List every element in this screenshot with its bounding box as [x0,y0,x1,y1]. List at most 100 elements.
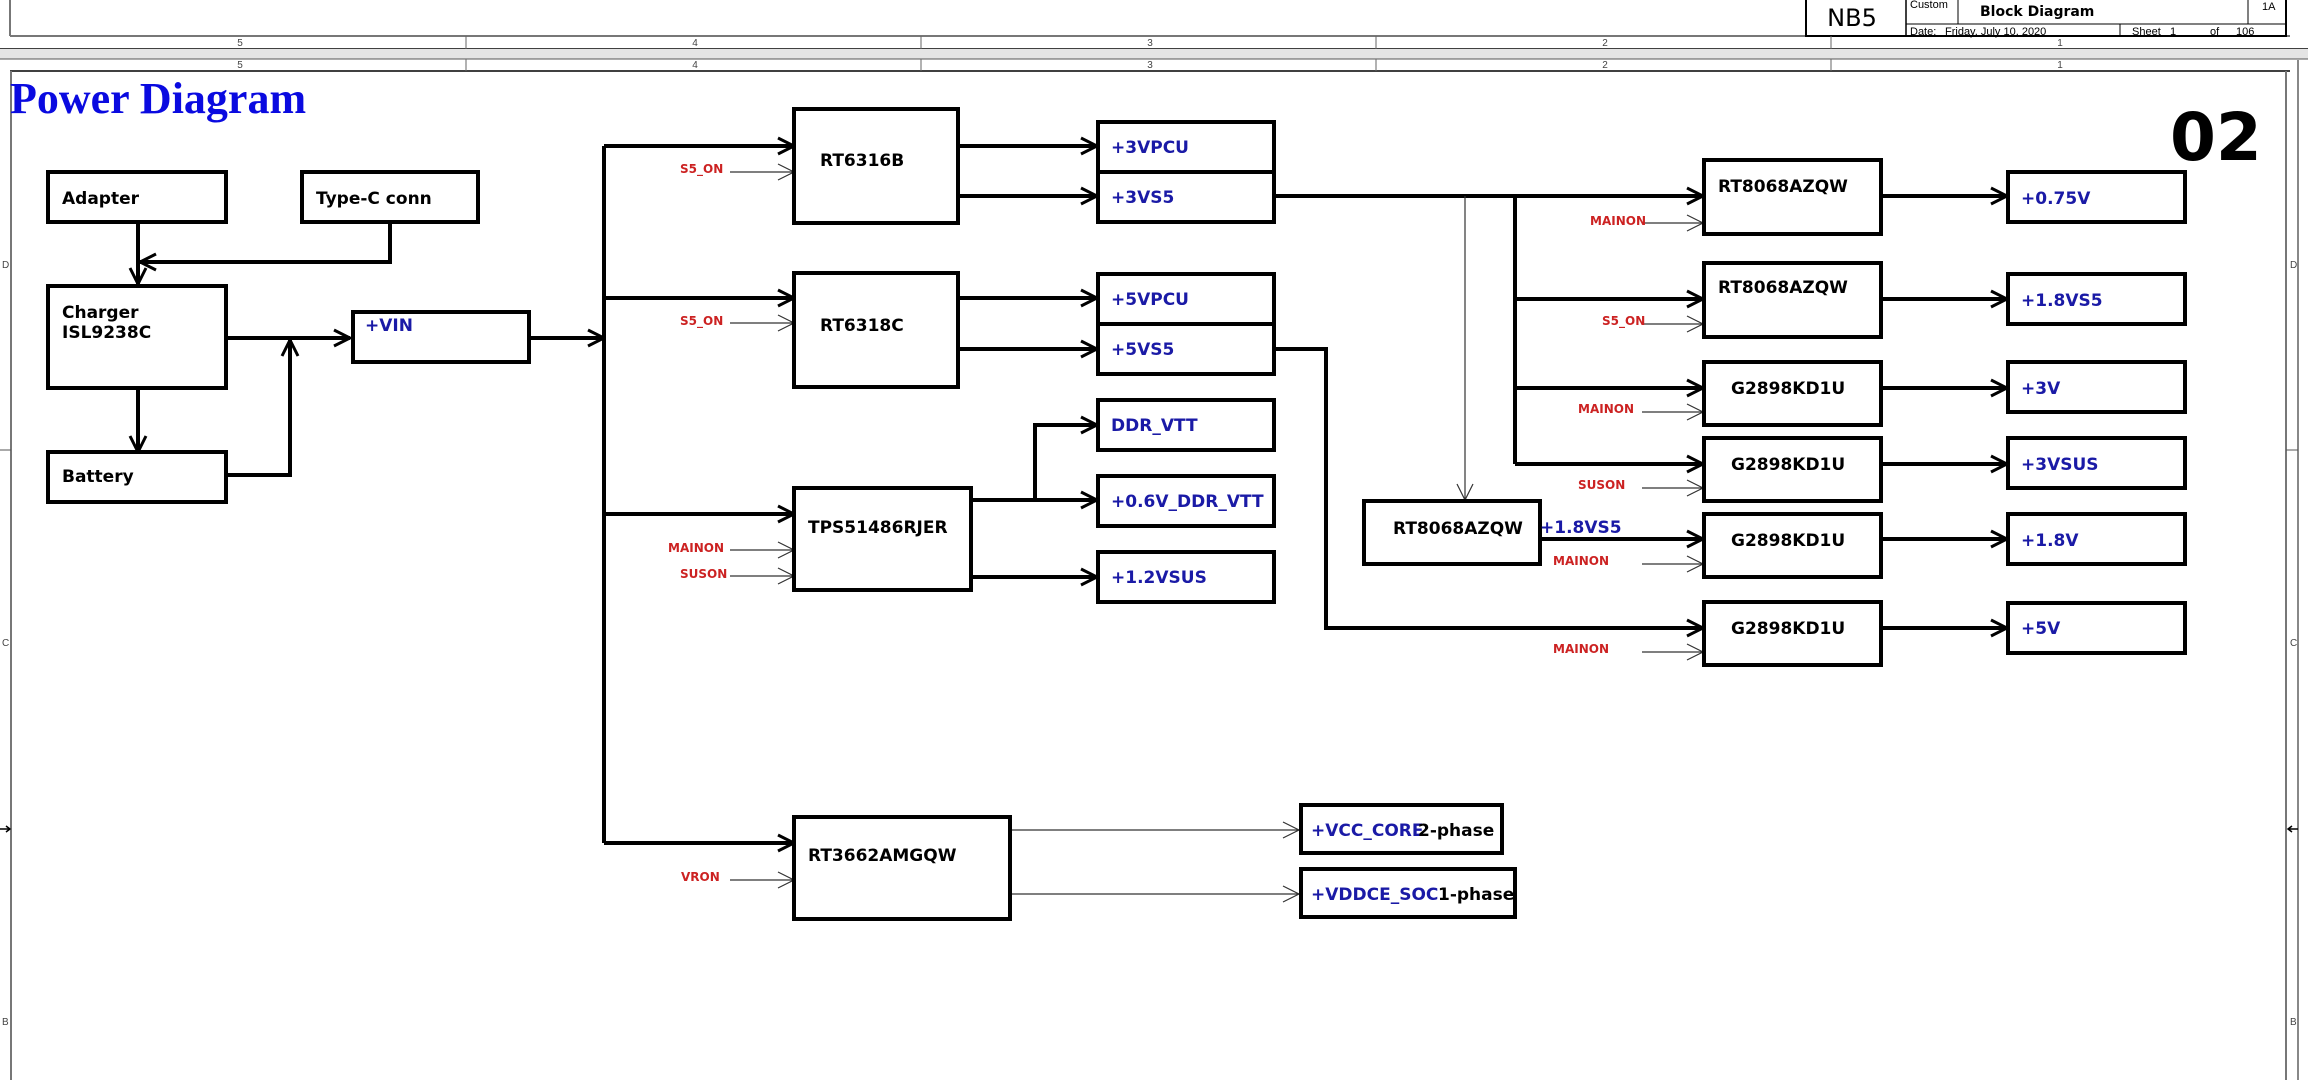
signal-suson: SUSON [680,567,727,581]
g2898-b-block [1702,436,1883,503]
tps51486-block [792,486,973,592]
rt6316b-label: RT6316B [820,151,904,171]
rt3662-block [792,815,1012,921]
rt8068-c-block [1362,499,1542,566]
zone-col-label: 1 [2057,38,2063,49]
zone-col-label: 1 [2057,60,2063,71]
rt8068-b-block [1702,261,1883,339]
vcc-core-block [1299,803,1504,855]
zone-col-label: 4 [692,60,698,71]
12vsus-block [1096,550,1276,604]
page-frame: D C B D C B [0,60,2299,1080]
signal-vron: VRON [681,870,720,884]
sheet-label: Sheet [2132,26,2161,38]
size-label: Custom [1910,0,1948,11]
zone-row-label: C [2,638,9,649]
revision: 1A [2262,1,2276,13]
battery-label: Battery [62,467,134,487]
rail-5vs5: +5VS5 [1111,340,1174,360]
signal-s5-on: S5_ON [680,162,723,177]
rail-ddr-vtt: DDR_VTT [1111,416,1198,436]
block-labels: Adapter Type-C conn Charger ISL9238C Bat… [62,151,1848,866]
g2898-d-block [1702,600,1883,667]
rt6318c-block [792,271,960,389]
signal-s5-on: S5_ON [680,314,723,329]
zone-row-label: C [2290,638,2297,649]
rail-vcc-core: +VCC_CORE [1311,821,1423,841]
075v-block [2006,170,2187,224]
page-title: Power Diagram [10,74,306,123]
sheet-value: 1 [2170,26,2176,38]
wires [138,146,2007,843]
typec-label: Type-C conn [316,189,432,209]
18v-block [2006,512,2187,566]
vin-rail-block [351,310,531,364]
rt6318c-label: RT6318C [820,316,904,336]
battery-block [46,450,228,504]
charger-part-label: ISL9238C [62,323,151,343]
of-label: of [2210,26,2220,38]
ddr-vtt-block [1096,398,1276,452]
3vs5-block [1096,170,1276,224]
rail-labels: +3VPCU +3VS5 +5VPCU +5VS5 DDR_VTT +0.6V_… [1111,138,2103,905]
date-label: Date: [1910,26,1936,38]
rt8068-b-label: RT8068AZQW [1718,278,1848,298]
signal-mainon: MAINON [1590,214,1646,228]
signal-mainon: MAINON [1553,642,1609,656]
zone-strip: 5 4 3 2 1 5 4 3 2 1 [0,36,2308,72]
rail-18v: +1.8V [2021,531,2079,551]
rail-18vs5: +1.8VS5 [2021,291,2103,311]
rail-3vpcu: +3VPCU [1111,138,1189,158]
rt6316b-block [792,107,960,225]
doc-title: Block Diagram [1980,4,2094,20]
rail-5v: +5V [2021,619,2061,639]
zone-col-label: 5 [237,60,243,71]
signal-s5-on: S5_ON [1602,314,1645,329]
rt8068-a-block [1702,158,1883,236]
vddce-soc-block [1299,867,1517,919]
rail-5vpcu: +5VPCU [1111,290,1189,310]
zone-row-label: B [2290,1017,2297,1028]
signal-suson: SUSON [1578,478,1625,492]
vcc-core-phase: 2-phase [1418,821,1494,841]
g2898-c-label: G2898KD1U [1731,531,1845,551]
18vs5-block [2006,272,2187,326]
rail-06v-ddr-vtt: +0.6V_DDR_VTT [1111,492,1264,512]
sheet-number: 02 [2170,99,2262,176]
zone-col-label: 5 [237,38,243,49]
g2898-b-label: G2898KD1U [1731,455,1845,475]
zone-col-label: 2 [1602,38,1608,49]
typec-block [300,170,480,224]
date-value: Friday, July 10, 2020 [1945,26,2046,38]
vddce-soc-phase: 1-phase [1438,885,1514,905]
zone-row-label: B [2,1017,9,1028]
06v-ddr-vtt-block [1096,474,1276,528]
rail-18vs5-net: +1.8VS5 [1540,518,1622,538]
adapter-label: Adapter [62,189,140,209]
enable-signal-labels: S5_ON S5_ON MAINON SUSON VRON MAINON S5_… [668,162,1646,884]
charger-block [46,284,228,390]
signal-mainon: MAINON [1553,554,1609,568]
rail-075v: +0.75V [2021,189,2091,209]
rail-3v: +3V [2021,379,2061,399]
rt8068-a-label: RT8068AZQW [1718,177,1848,197]
adapter-block [46,170,228,224]
vin-label: +VIN [365,316,413,336]
charger-label: Charger [62,303,139,323]
rt8068-c-label: RT8068AZQW [1393,519,1523,539]
signal-mainon: MAINON [668,541,724,555]
g2898-c-block [1702,512,1883,579]
g2898-a-block [1702,360,1883,427]
tps51486-label: TPS51486RJER [808,518,948,538]
total-sheets: 106 [2236,26,2254,38]
zone-col-label: 3 [1147,60,1153,71]
signal-mainon: MAINON [1578,402,1634,416]
rail-vddce-soc: +VDDCE_SOC [1311,885,1438,905]
rt3662-label: RT3662AMGQW [808,846,957,866]
g2898-d-label: G2898KD1U [1731,619,1845,639]
thin-wires [730,163,1705,903]
rail-3vsus: +3VSUS [2021,455,2099,475]
rail-12vsus: +1.2VSUS [1111,568,1207,588]
3vsus-block [2006,436,2187,490]
project-name: NB5 [1827,4,1877,32]
